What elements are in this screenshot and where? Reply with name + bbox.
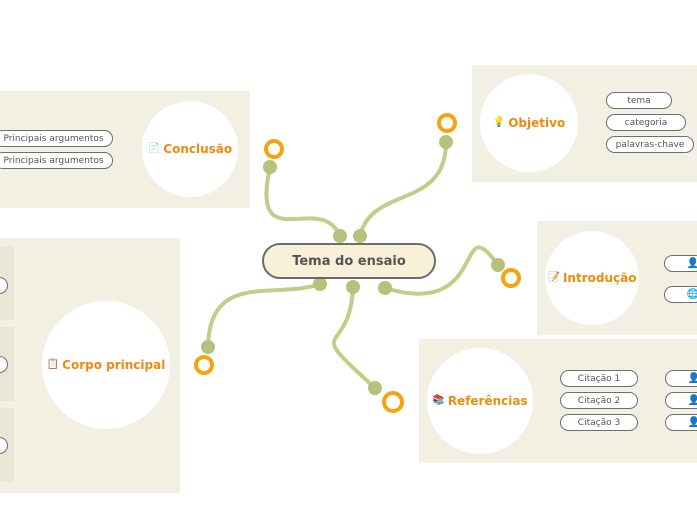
referencias-item[interactable]: Citação 1: [560, 370, 638, 387]
branch-end-ring: [382, 391, 404, 413]
introducao-item[interactable]: 🌐: [664, 286, 697, 303]
referencias-item[interactable]: Citação 2: [560, 392, 638, 409]
connector-dot: [439, 135, 453, 149]
conclusao-item[interactable]: Principais argumentos: [0, 152, 113, 169]
connector-dot: [346, 280, 360, 294]
central-topic-label: Tema do ensaio: [292, 253, 406, 269]
topic-node-introducao[interactable]: 📝 Introdução: [545, 231, 639, 325]
central-topic[interactable]: Tema do ensaio: [262, 243, 436, 279]
connector-dot: [201, 340, 215, 354]
connector-dot: [333, 229, 347, 243]
memo-icon: 📄: [147, 143, 161, 154]
globe-icon: 🌐: [687, 289, 697, 300]
branch-end-ring: [437, 113, 457, 133]
person-icon: 👤: [688, 395, 697, 406]
topic-node-corpo[interactable]: 📋 Corpo principal: [42, 301, 170, 429]
branch-end-ring: [264, 139, 284, 159]
topic-label: Introdução: [562, 271, 637, 285]
branch-conclusao: [264, 165, 342, 238]
topic-label: Referências: [447, 394, 528, 408]
conclusao-item[interactable]: Principais argumentos: [0, 130, 113, 147]
introducao-item[interactable]: 👤: [664, 255, 697, 272]
objetivo-item[interactable]: categoria: [606, 114, 686, 131]
person-icon: 👤: [688, 417, 697, 428]
connector-dot: [378, 281, 392, 295]
topic-node-objetivo[interactable]: 💡 Objetivo: [480, 74, 578, 172]
branch-objetivo: [358, 140, 448, 238]
lightbulb-icon: 💡: [492, 117, 506, 128]
branch-corpo: [206, 282, 322, 349]
objetivo-item[interactable]: tema: [606, 92, 672, 109]
referencias-subitem[interactable]: 👤: [665, 370, 697, 387]
referencias-subitem[interactable]: 👤: [665, 414, 697, 431]
connector-dot: [353, 229, 367, 243]
connector-dot: [491, 258, 505, 272]
topic-node-conclusao[interactable]: 📄 Conclusão: [142, 101, 238, 197]
topic-label: Corpo principal: [62, 358, 166, 372]
topic-label: Objetivo: [508, 116, 566, 130]
clipboard-icon: 📋: [46, 359, 60, 370]
branch-end-ring: [501, 268, 521, 288]
connector-dot: [263, 160, 277, 174]
referencias-subitem[interactable]: 👤: [665, 392, 697, 409]
branch-end-ring: [194, 355, 214, 375]
branch-introducao: [383, 245, 500, 296]
books-icon: 📚: [432, 395, 445, 406]
connector-dot: [368, 381, 382, 395]
person-icon: 👤: [687, 258, 697, 269]
objetivo-item[interactable]: palavras-chave: [606, 136, 694, 153]
person-icon: 👤: [688, 373, 697, 384]
referencias-item[interactable]: Citação 3: [560, 414, 638, 431]
topic-node-referencias[interactable]: 📚 Referências: [427, 348, 533, 454]
pencil-memo-icon: 📝: [547, 272, 560, 283]
branch-referencias: [331, 285, 377, 390]
topic-label: Conclusão: [163, 142, 233, 156]
connector-dot: [313, 277, 327, 291]
